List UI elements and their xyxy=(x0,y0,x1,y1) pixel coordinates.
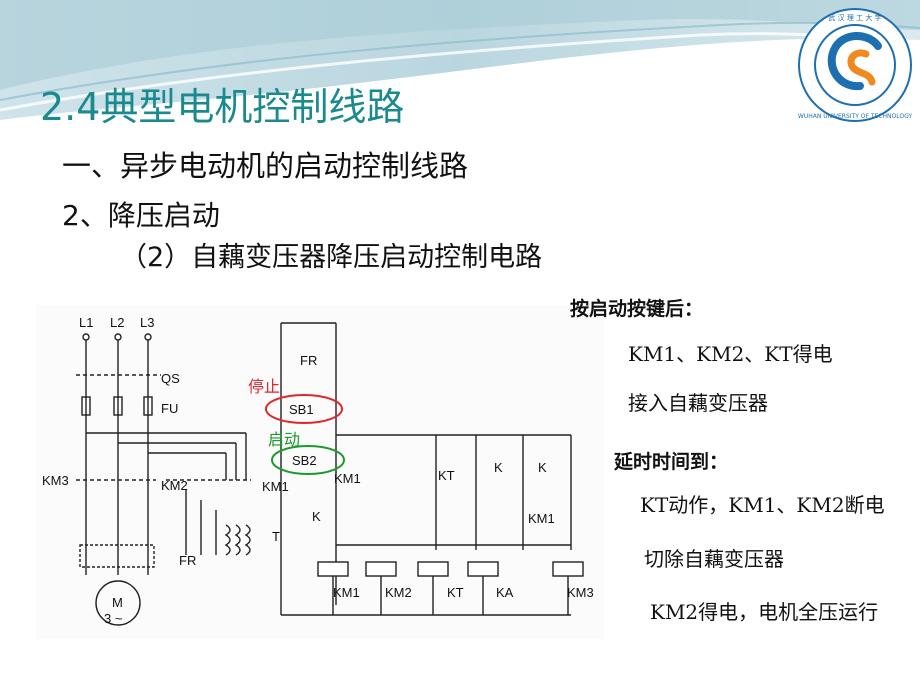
label-k-ctrl: K xyxy=(312,509,321,524)
note-line-1: KM1、KM2、KT得电 xyxy=(628,342,833,366)
university-logo: 武 汉 理 工 大 学 WUHAN UNIVERSITY OF TECHNOLO… xyxy=(798,8,913,122)
label-l3: L3 xyxy=(140,315,154,330)
note-after-start-title: 按启动按键后： xyxy=(570,298,704,320)
label-km1-ctrl2: KM1 xyxy=(528,511,555,526)
topic-heading: （2）自藕变压器降压启动控制电路 xyxy=(120,242,543,273)
label-sb1: SB1 xyxy=(289,402,314,417)
label-fr-ctrl: FR xyxy=(300,353,317,368)
label-l2: L2 xyxy=(110,315,124,330)
label-sb2: SB2 xyxy=(292,453,317,468)
note-line-2: 接入自藕变压器 xyxy=(628,391,768,415)
label-km2-power: KM2 xyxy=(161,478,188,493)
label-k-b: K xyxy=(538,460,547,475)
label-fr-power: FR xyxy=(179,553,196,568)
label-t: T xyxy=(272,529,280,544)
label-km1-ctrl: KM1 xyxy=(334,471,361,486)
subsection-heading: 2、降压启动 xyxy=(62,199,220,232)
svg-text:WUHAN UNIVERSITY OF TECHNOLOGY: WUHAN UNIVERSITY OF TECHNOLOGY xyxy=(798,113,913,120)
coil-km1: KM1 xyxy=(333,585,360,600)
note-line-5: KM2得电，电机全压运行 xyxy=(650,600,879,624)
label-qs: QS xyxy=(161,371,180,386)
label-km1-power: KM1 xyxy=(262,479,289,494)
coil-kt: KT xyxy=(447,585,464,600)
motor-m: M xyxy=(112,595,123,610)
motor-phase: 3 ~ xyxy=(104,611,123,626)
coil-km3: KM3 xyxy=(567,585,594,600)
note-line-4: 切除自藕变压器 xyxy=(644,547,784,571)
coil-km2: KM2 xyxy=(385,585,412,600)
label-km3-power: KM3 xyxy=(42,473,69,488)
stop-annotation: 停止 xyxy=(248,377,281,396)
label-l1: L1 xyxy=(79,315,93,330)
circuit-diagram: L1 L2 L3 QS FU KM3 KM2 KM1 T FR M 3 ~ FR… xyxy=(36,305,604,639)
label-k-a: K xyxy=(494,460,503,475)
svg-text:武 汉 理 工 大 学: 武 汉 理 工 大 学 xyxy=(828,13,881,22)
note-line-3: KT动作，KM1、KM2断电 xyxy=(640,493,885,517)
label-fu: FU xyxy=(161,401,178,416)
section-heading: 一、异步电动机的启动控制线路 xyxy=(62,149,469,183)
note-delay-title: 延时时间到： xyxy=(614,451,729,473)
slide-title: 2.4典型电机控制线路 xyxy=(40,85,405,129)
label-kt-contact: KT xyxy=(438,468,455,483)
coil-ka: KA xyxy=(496,585,514,600)
start-annotation: 启动 xyxy=(268,430,301,449)
